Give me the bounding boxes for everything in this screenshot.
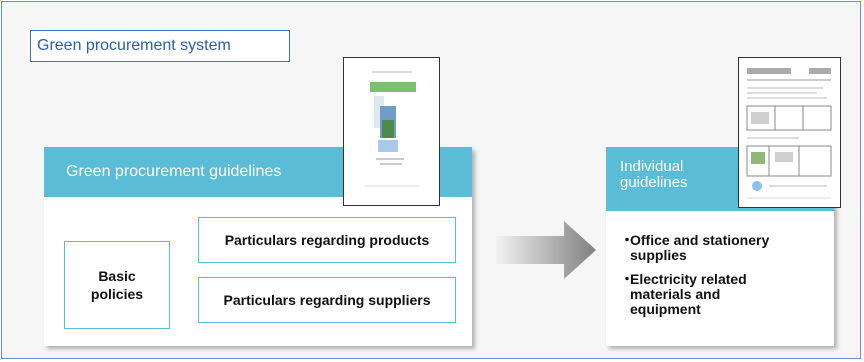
system-title: Green procurement system [30,30,290,62]
particulars-products-box: Particulars regarding products [198,217,456,263]
item-2-line-1: Electricity related [630,271,747,287]
individual-guidelines-panel: Individual guidelines ・ Office and stati… [606,147,834,346]
list-item-office-supplies: ・ Office and stationery supplies [620,233,830,263]
right-arrow-icon [496,221,596,279]
particulars-suppliers-box: Particulars regarding suppliers [198,277,456,323]
individual-header-line-1: Individual [620,158,684,175]
basic-policies-line-1: Basic [98,268,136,284]
basic-policies-line-2: policies [90,286,144,302]
bullet-icon: ・ [620,271,634,287]
individual-header-line-2: guidelines [620,174,688,191]
individual-guideline-document-thumbnail [738,57,841,208]
list-item-electricity-materials: ・ Electricity related materials and equi… [620,272,830,317]
item-1-line-2: supplies [630,247,687,263]
basic-policies-box: Basic policies [64,241,170,329]
item-1-line-1: Office and stationery [630,232,770,248]
guidelines-document-thumbnail [343,57,440,206]
bullet-icon: ・ [620,232,634,248]
item-2-line-3: equipment [630,301,701,317]
item-2-line-2: materials and [630,286,721,302]
individual-guidelines-list: ・ Office and stationery supplies ・ Elect… [620,233,830,326]
